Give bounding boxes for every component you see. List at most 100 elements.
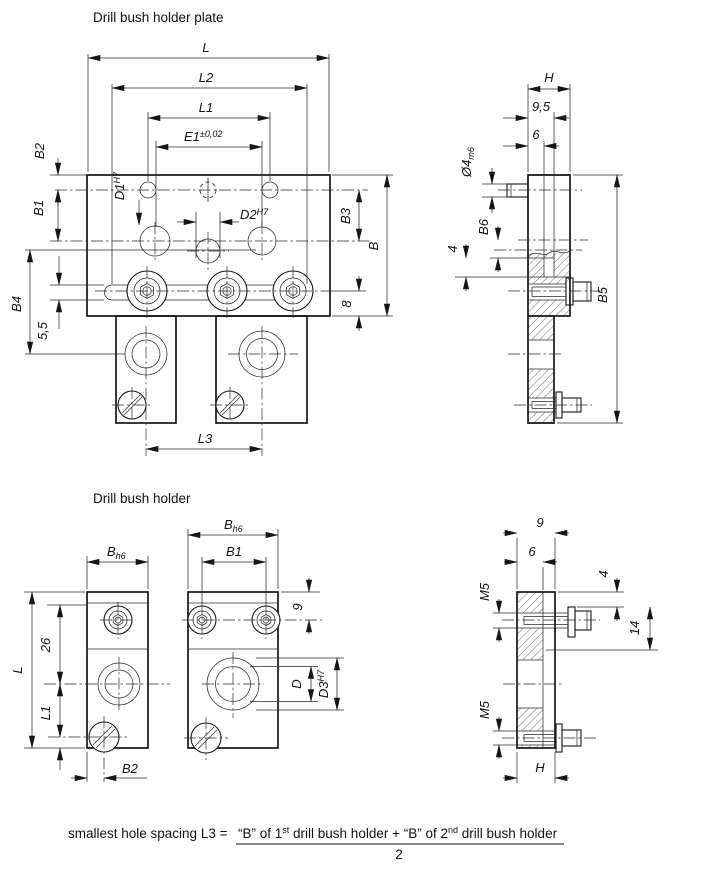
plate-outline <box>86 174 331 317</box>
holder-side-view: 9 6 4 14 M5 <box>477 515 658 783</box>
svg-text:B2: B2 <box>122 761 139 776</box>
dim-B1-holder: B1 <box>201 544 267 604</box>
bore <box>44 657 170 712</box>
svg-text:B1: B1 <box>31 200 46 216</box>
dim-B: B <box>332 174 393 317</box>
dim-H-holder: H <box>503 752 569 783</box>
dim-Bh6-2: Bh6 <box>187 517 279 589</box>
cap-screw-side <box>528 277 592 306</box>
dowel-pin <box>506 183 529 198</box>
svg-text:D3H7: D3H7 <box>316 669 331 698</box>
formula-denominator: 2 <box>395 847 403 862</box>
svg-text:L3: L3 <box>198 431 213 446</box>
svg-text:B4: B4 <box>9 296 24 312</box>
svg-text:M5: M5 <box>477 700 492 719</box>
svg-text:9,5: 9,5 <box>532 99 551 114</box>
dim-L-holder: L <box>10 591 85 749</box>
dim-6: 6 <box>503 127 559 150</box>
centerlines <box>494 189 600 406</box>
svg-text:D2H7: D2H7 <box>240 207 269 222</box>
formula-numerator: “B” of 1st drill bush holder + “B” of 2n… <box>238 825 558 841</box>
svg-text:Bh6: Bh6 <box>107 544 126 561</box>
svg-text:B: B <box>366 241 381 250</box>
holder2-outline <box>187 591 279 749</box>
svg-text:E1±0,02: E1±0,02 <box>184 129 222 144</box>
svg-text:H: H <box>535 760 545 775</box>
svg-text:9: 9 <box>536 515 543 530</box>
section-hatching <box>528 253 570 423</box>
svg-text:4: 4 <box>596 570 611 577</box>
svg-text:6: 6 <box>532 127 540 142</box>
section-hatching <box>517 592 543 748</box>
bore-side <box>517 659 543 709</box>
dim-4: 4 <box>445 244 470 291</box>
svg-text:D: D <box>289 679 304 688</box>
svg-text:L1: L1 <box>199 100 213 115</box>
svg-text:B1: B1 <box>226 544 242 559</box>
bush-holes-row <box>139 222 277 271</box>
dim-L1-holder: L1 <box>38 683 64 770</box>
svg-text:Bh6: Bh6 <box>224 517 243 534</box>
svg-text:D1H7: D1H7 <box>112 171 127 200</box>
dim-E1: E1±0,02 <box>155 129 263 227</box>
dim-9-side: 9 <box>503 515 569 589</box>
dim-D1: D1H7 <box>112 171 143 226</box>
dim-4-side: 4 <box>558 570 624 621</box>
dim-B4: B4 <box>9 249 256 355</box>
dim-M5-lower: M5 <box>477 700 517 759</box>
formula: smallest hole spacing L3 = “B” of 1st dr… <box>68 825 564 862</box>
title-plate: Drill bush holder plate <box>93 10 224 25</box>
cap-screw <box>187 602 217 639</box>
dim-H: H <box>527 70 571 172</box>
svg-text:9: 9 <box>290 603 305 610</box>
svg-text:B5: B5 <box>595 286 610 303</box>
svg-text:B3: B3 <box>338 207 353 224</box>
svg-text:14: 14 <box>627 621 642 635</box>
centerlines <box>502 619 600 739</box>
svg-text:M5: M5 <box>477 582 492 601</box>
counterbore-notch <box>455 257 570 278</box>
holder-side-outline <box>516 591 556 749</box>
dim-B5: B5 <box>557 174 623 424</box>
svg-text:26: 26 <box>38 637 53 653</box>
svg-text:B6: B6 <box>476 218 491 235</box>
slotted-screw <box>184 717 228 760</box>
cap-screws-row <box>95 266 335 318</box>
holder2-front-outline <box>215 315 308 424</box>
slotted-screw <box>112 387 152 423</box>
dim-dia4: Ø4m6 <box>459 147 508 213</box>
dim-8: 8 <box>332 276 366 331</box>
title-holder: Drill bush holder <box>93 491 191 506</box>
svg-text:Ø4m6: Ø4m6 <box>459 147 476 178</box>
cap-screw <box>251 602 281 639</box>
dim-9: 9 <box>281 578 320 634</box>
svg-text:4: 4 <box>445 245 460 252</box>
svg-text:L: L <box>202 40 209 55</box>
holder1-outline <box>86 591 149 749</box>
slotted-screw <box>48 716 128 782</box>
dim-L2: L2 <box>111 70 308 284</box>
bore-side <box>528 339 554 370</box>
holder1-view: Bh6 L 26 L1 B2 <box>10 544 170 782</box>
dim-M5-upper: M5 <box>477 582 517 642</box>
dim-B3: B3 <box>338 189 363 242</box>
svg-text:B2: B2 <box>32 142 47 159</box>
svg-text:H: H <box>544 70 554 85</box>
formula-prefix: smallest hole spacing L3 = <box>68 826 228 841</box>
dim-B6: B6 <box>476 218 502 272</box>
dim-L3: L3 <box>145 431 263 453</box>
dim-B1: B1 <box>31 189 62 242</box>
svg-text:L: L <box>10 666 25 673</box>
svg-text:5,5: 5,5 <box>35 321 50 340</box>
dim-D3: D3H7 <box>256 657 344 711</box>
svg-text:6: 6 <box>528 544 536 559</box>
svg-text:L2: L2 <box>199 70 214 85</box>
dim-L: L <box>87 40 330 172</box>
plate-side-outline <box>527 174 571 424</box>
dim-B2-holder: B2 <box>71 752 147 782</box>
dim-26: 26 <box>38 604 87 685</box>
cap-screw <box>100 602 136 639</box>
slotted-screw <box>210 387 250 423</box>
